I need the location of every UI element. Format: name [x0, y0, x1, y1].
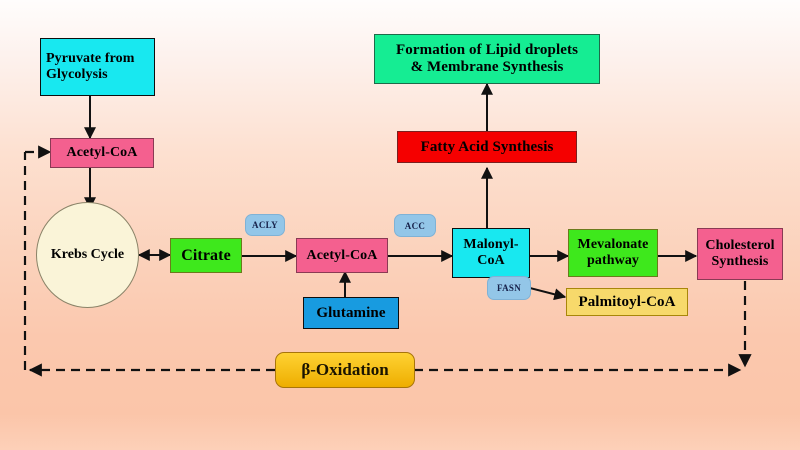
enzyme-acly-label: ACLY [252, 220, 278, 230]
node-pyruvate-line1: Pyruvate from [46, 51, 135, 67]
node-lipid-droplets-membrane-synthesis[interactable]: Formation of Lipid droplets & Membrane S… [374, 34, 600, 84]
node-glutamine[interactable]: Glutamine [303, 297, 399, 329]
node-malonyl-coa-line1: Malonyl- [463, 237, 519, 253]
node-cholesterol-synthesis[interactable]: Cholesterol Synthesis [697, 228, 783, 280]
node-mevalonate-line2: pathway [586, 253, 640, 268]
node-malonyl-coa[interactable]: Malonyl- CoA [452, 228, 530, 278]
enzyme-fasn-label: FASN [496, 283, 522, 293]
node-lipid-droplets-line1: Formation of Lipid droplets [395, 42, 579, 59]
node-acetyl-coa-cytosolic[interactable]: Acetyl-CoA [296, 238, 388, 273]
enzyme-acly-badge[interactable]: ACLY [245, 214, 285, 236]
node-acetyl-coa-mitochondrial[interactable]: Acetyl-CoA [50, 138, 154, 168]
node-citrate[interactable]: Citrate [170, 238, 242, 273]
enzyme-acc-badge[interactable]: ACC [394, 214, 436, 237]
node-pyruvate-line2: Glycolysis [46, 67, 108, 82]
node-fatty-acid-synthesis[interactable]: Fatty Acid Synthesis [397, 131, 577, 163]
node-palmitoyl-coa[interactable]: Palmitoyl-CoA [566, 288, 688, 316]
node-beta-oxidation[interactable]: β-Oxidation [275, 352, 415, 388]
node-cholesterol-line1: Cholesterol [705, 238, 775, 254]
node-citrate-label: Citrate [181, 246, 231, 264]
node-krebs-label: Krebs Cycle [50, 247, 125, 262]
node-mevalonate-line1: Mevalonate [577, 237, 649, 253]
node-krebs-cycle[interactable]: Krebs Cycle [36, 202, 139, 308]
enzyme-acc-label: ACC [404, 220, 426, 231]
node-pyruvate-from-glycolysis[interactable]: Pyruvate from Glycolysis [40, 38, 155, 96]
node-palmitoyl-coa-label: Palmitoyl-CoA [578, 293, 676, 310]
node-mevalonate-pathway[interactable]: Mevalonate pathway [568, 229, 658, 277]
node-glutamine-label: Glutamine [316, 304, 386, 321]
node-acetyl-coa-cyto-label: Acetyl-CoA [306, 247, 378, 263]
node-fatty-acid-synthesis-label: Fatty Acid Synthesis [420, 138, 554, 155]
node-beta-oxidation-label: β-Oxidation [301, 360, 389, 379]
node-acetyl-coa-mito-label: Acetyl-CoA [66, 145, 138, 161]
node-malonyl-coa-line2: CoA [477, 253, 505, 268]
node-lipid-droplets-line2: & Membrane Synthesis [410, 59, 564, 75]
node-cholesterol-line2: Synthesis [711, 254, 769, 269]
enzyme-fasn-badge[interactable]: FASN [487, 276, 531, 300]
